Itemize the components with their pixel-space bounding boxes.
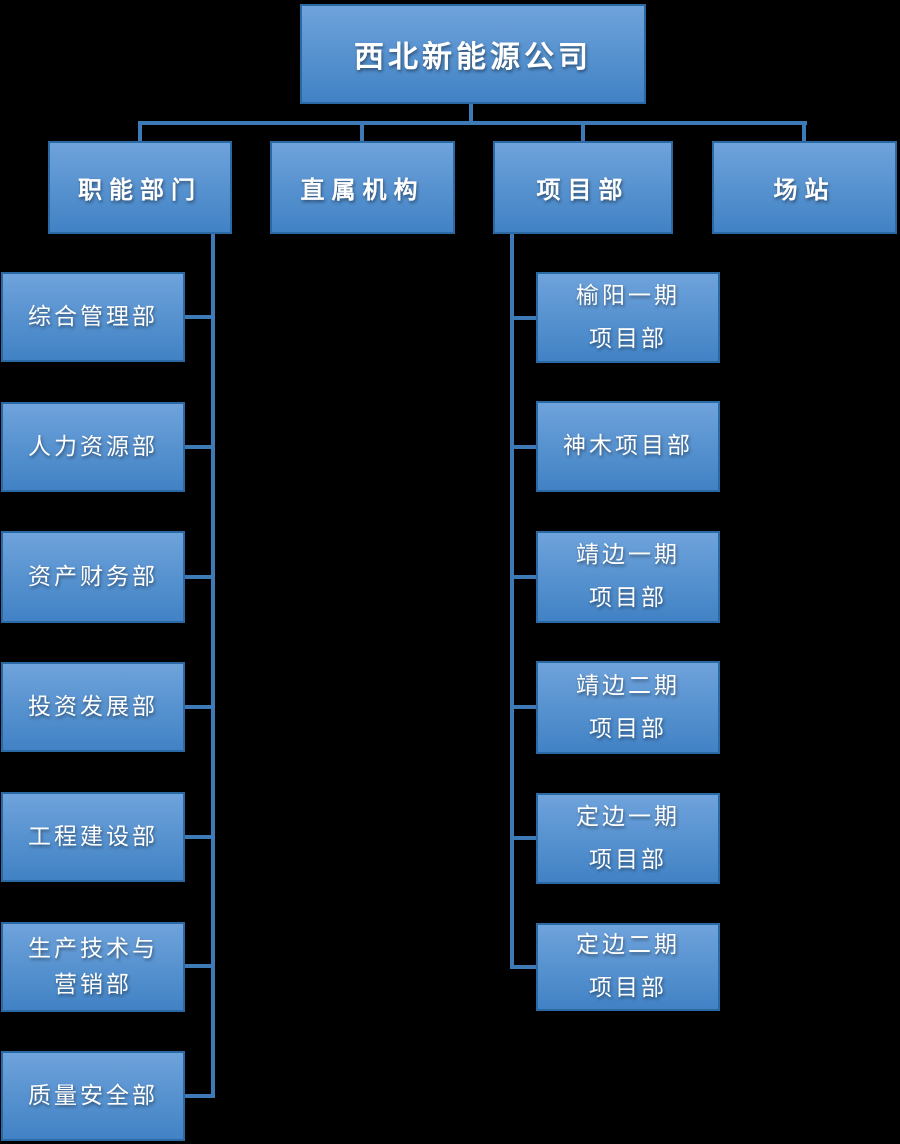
org-node-yuyang-phase1: 榆阳一期 项目部 <box>536 272 720 363</box>
org-node-functional-depts: 职能部门 <box>48 141 232 234</box>
org-node-jingbian-phase2: 靖边二期 项目部 <box>536 661 720 754</box>
org-node-assets-finance: 资产财务部 <box>1 531 185 623</box>
org-node-human-resources: 人力资源部 <box>1 402 185 492</box>
connector-rail-functional <box>211 233 215 1098</box>
connector-spur-functional <box>183 1094 213 1098</box>
connector-spur-project <box>512 316 538 320</box>
connector-main-horizontal <box>138 121 807 125</box>
org-node-project-dept: 项目部 <box>493 141 673 234</box>
org-node-direct-institutions: 直属机构 <box>270 141 455 234</box>
connector-rail-project <box>510 234 514 969</box>
org-node-investment-development: 投资发展部 <box>1 662 185 752</box>
connector-spur-functional <box>183 445 213 449</box>
connector-spur-project <box>512 965 538 969</box>
connector-spur-functional <box>183 835 213 839</box>
org-node-jingbian-phase1: 靖边一期 项目部 <box>536 531 720 623</box>
org-node-dingbian-phase1: 定边一期 项目部 <box>536 793 720 884</box>
connector-stub-project <box>581 123 585 141</box>
connector-spur-project <box>512 705 538 709</box>
connector-spur-project <box>512 836 538 840</box>
org-node-shenmu: 神木项目部 <box>536 401 720 492</box>
org-node-quality-safety: 质量安全部 <box>1 1051 185 1141</box>
connector-spur-project <box>512 445 538 449</box>
connector-spur-project <box>512 575 538 579</box>
connector-spur-functional <box>183 315 213 319</box>
connector-spur-functional <box>183 964 213 968</box>
connector-stub-direct <box>360 123 364 141</box>
org-node-engineering-construction: 工程建设部 <box>1 792 185 882</box>
connector-spur-functional <box>183 575 213 579</box>
org-node-stations: 场站 <box>712 141 897 234</box>
connector-stub-functional <box>138 123 142 141</box>
org-node-production-tech-marketing: 生产技术与 营销部 <box>1 922 185 1012</box>
org-node-general-management: 综合管理部 <box>1 272 185 362</box>
connector-root-stub <box>469 103 473 123</box>
connector-stub-station <box>802 123 806 141</box>
org-node-company: 西北新能源公司 <box>300 4 646 104</box>
connector-spur-functional <box>183 705 213 709</box>
org-node-dingbian-phase2: 定边二期 项目部 <box>536 923 720 1011</box>
